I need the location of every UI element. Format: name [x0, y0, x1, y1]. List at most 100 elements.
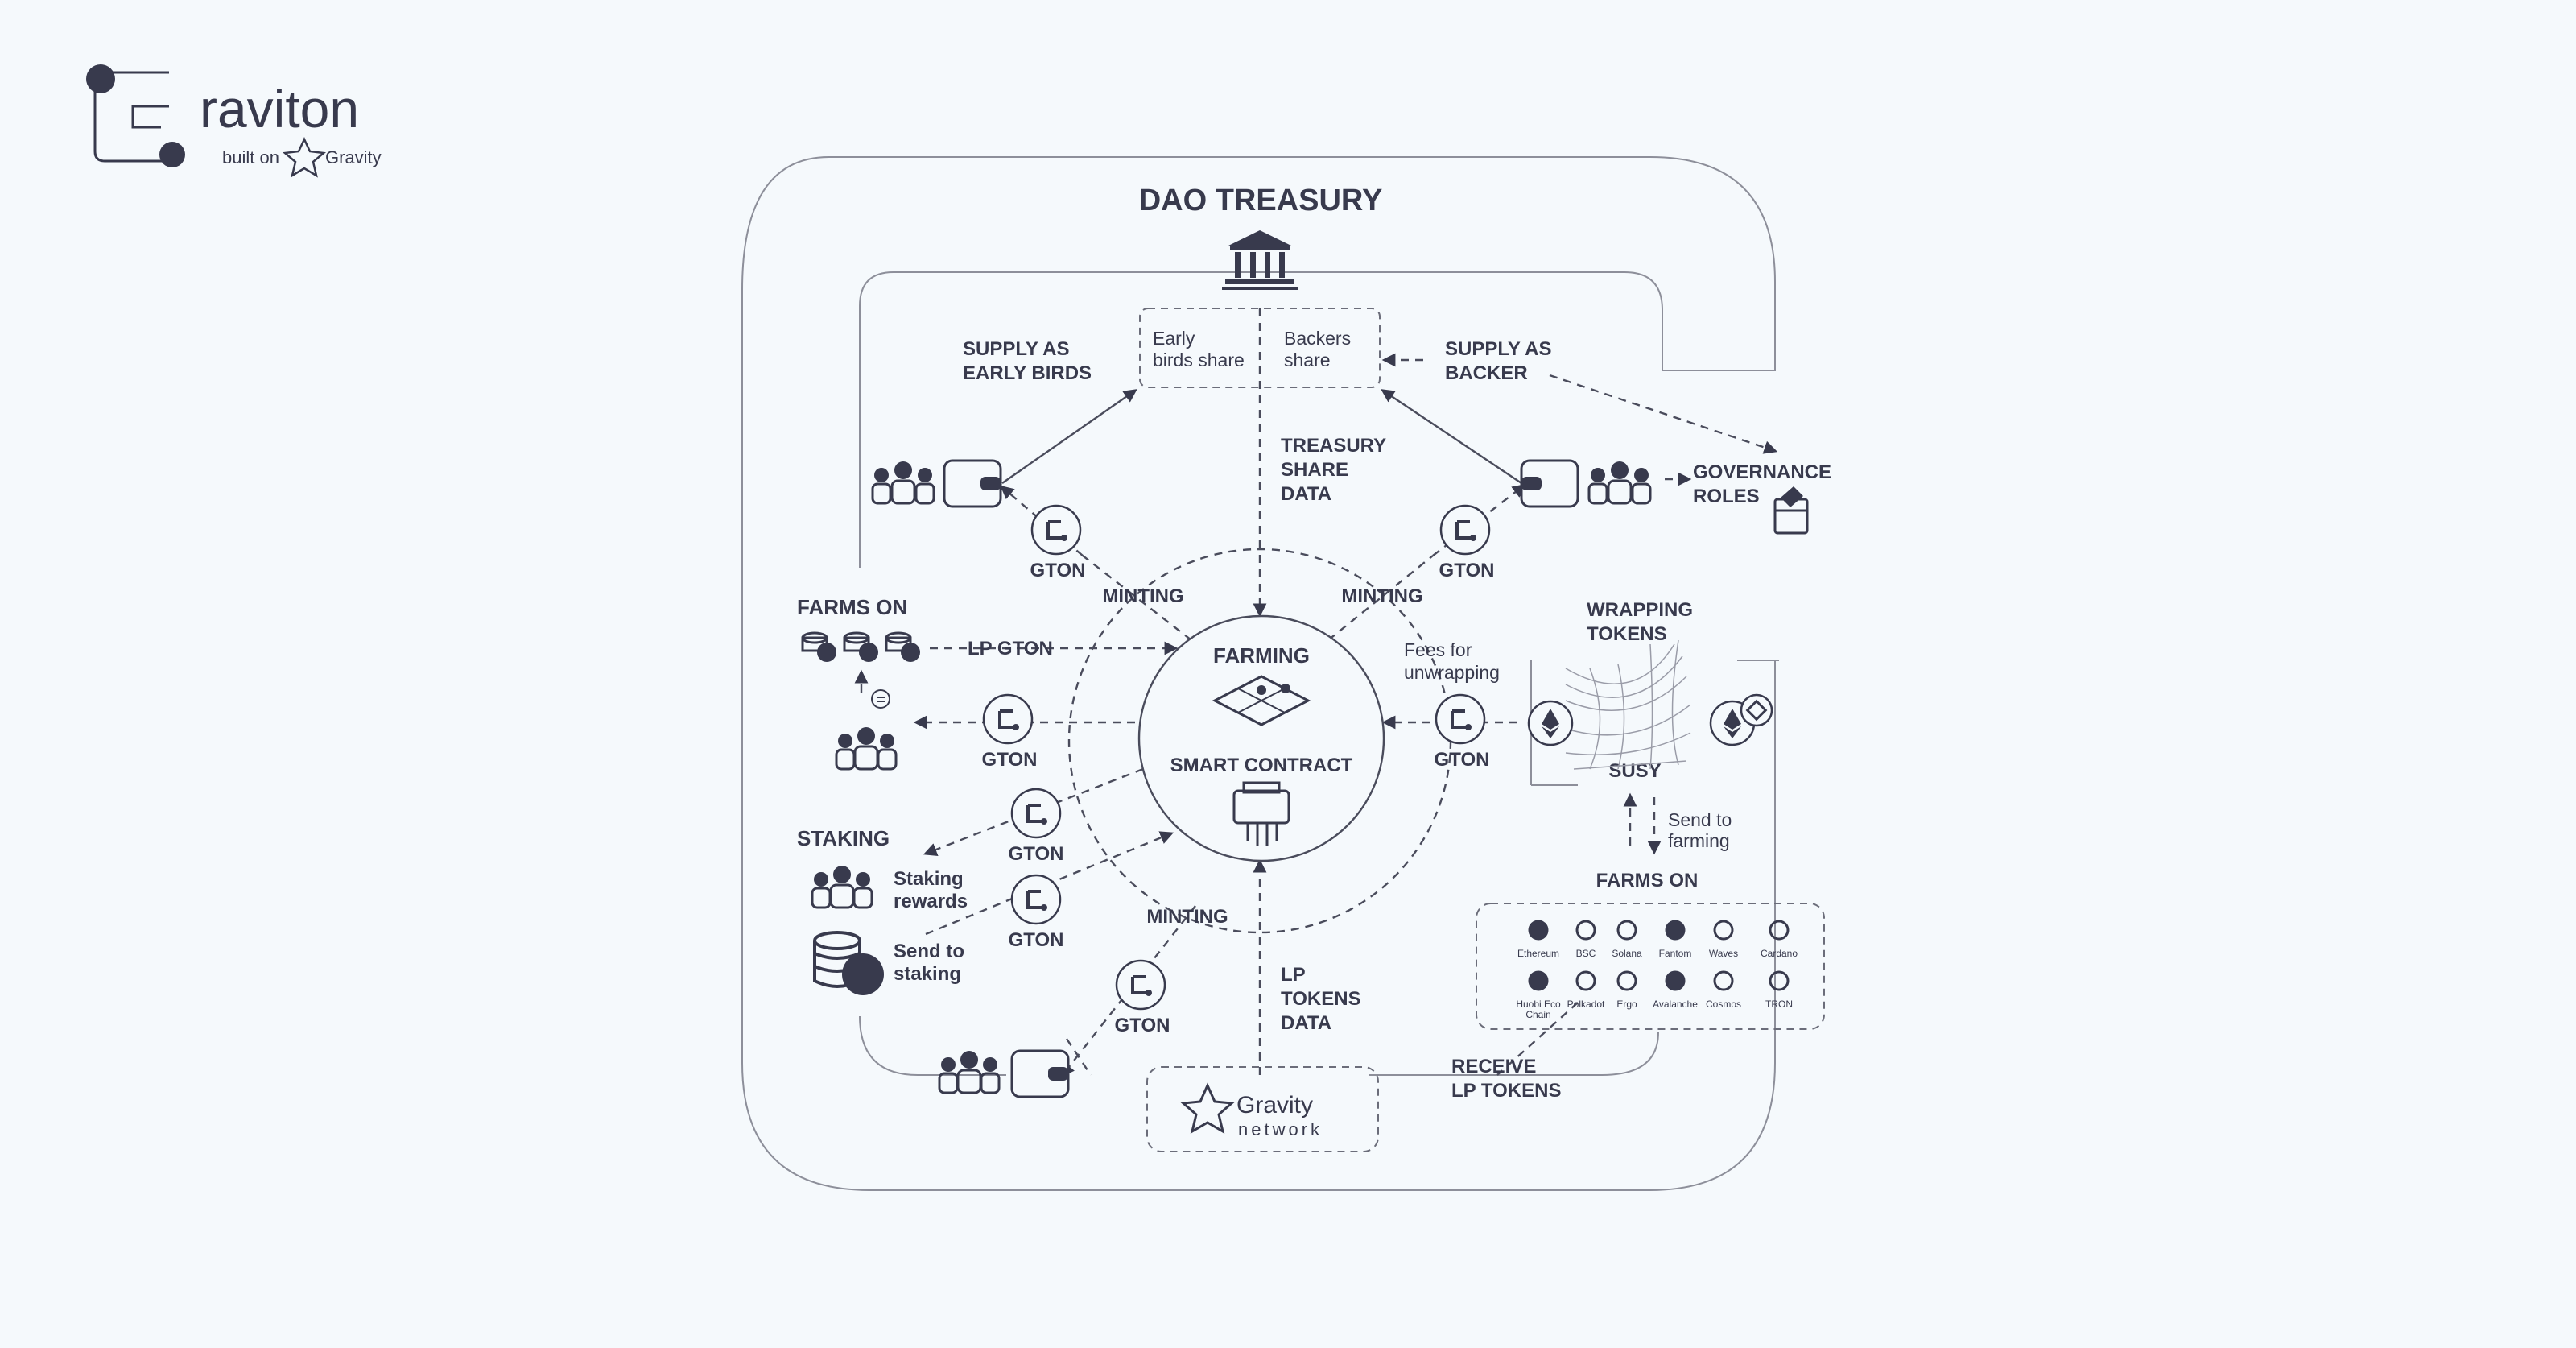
inner-frame-bottom [859, 1015, 1659, 1076]
minting-label-left: MINTING [1102, 585, 1183, 607]
send-staking-line1: Send to [894, 941, 964, 962]
gton-label: GTON [1435, 749, 1490, 771]
waves-icon [1713, 920, 1734, 941]
gton-label: GTON [1009, 929, 1064, 951]
lp-tokens-line3: DATA [1281, 1012, 1331, 1034]
wallet-icon [1010, 1049, 1070, 1098]
gton-node-staking-upper: GTON [1009, 788, 1064, 865]
fees-line1: Fees for [1404, 639, 1472, 660]
chain-item: Ethereum [1517, 920, 1559, 959]
wallet-icon [943, 459, 1002, 508]
swap-badge-icon [871, 689, 890, 709]
chain-item: Ergo [1616, 970, 1637, 1010]
title: DAO TREASURY [1139, 184, 1383, 217]
lp-tokens-line1: LP [1281, 964, 1306, 986]
staking-database-icon [813, 931, 884, 995]
huobi-icon [1528, 970, 1549, 991]
gton-label: GTON [1115, 1015, 1170, 1036]
staking-rewards-line2: rewards [894, 891, 968, 912]
send-staking-line2: staking [894, 963, 961, 985]
governance-line1: GOVERNANCE [1693, 461, 1831, 483]
chain-label: Ergo [1616, 999, 1637, 1010]
cardano-icon [1769, 920, 1790, 941]
solana-icon [1616, 920, 1637, 941]
chain-item: TRON [1765, 970, 1793, 1010]
early-birds-arrow [1001, 389, 1137, 484]
bank-icon [1222, 230, 1298, 290]
governance-line2: ROLES [1693, 486, 1760, 507]
contract-printer-icon [1232, 781, 1290, 846]
gravity-network-box [1146, 1066, 1379, 1152]
polkadot-icon [1575, 970, 1596, 991]
chain-label: Fantom [1659, 948, 1692, 959]
supply-backer-line2: BACKER [1445, 362, 1528, 384]
farms-on-left-label: FARMS ON [797, 595, 907, 619]
chain-item: Cosmos [1706, 970, 1741, 1010]
staking-rewards-line1: Staking [894, 868, 964, 890]
supply-backer-line1: SUPPLY AS [1445, 338, 1552, 360]
brand-name: raviton [200, 79, 359, 139]
treasury-data-line1: TREASURY [1281, 435, 1386, 457]
farms-on-right-label: FARMS ON [1596, 870, 1699, 891]
ethereum-icon [1527, 700, 1574, 746]
gton-label: GTON [982, 749, 1038, 771]
gton-node-bottom: GTON [1115, 959, 1170, 1036]
fees-line2: unwrapping [1404, 662, 1500, 683]
chain-label: Huobi Eco [1516, 999, 1561, 1010]
gravity-network-title: Gravity [1236, 1092, 1313, 1119]
people-icon [871, 461, 935, 505]
chain-label: Ethereum [1517, 948, 1559, 959]
chains-box [1476, 903, 1825, 1030]
ballot-box-icon [1773, 486, 1809, 535]
chain-item: Fantom [1659, 920, 1692, 959]
outer-frame-body [741, 156, 1776, 1191]
gton-node-top-right: GTON [1439, 504, 1494, 581]
chain-grid: Ethereum BSC Solana Fantom Waves CardanoHuobi… [1516, 920, 1798, 1020]
gravity-star-icon [282, 137, 327, 178]
bsc-icon [1575, 920, 1596, 941]
backer-arrow [1381, 389, 1522, 484]
gton-label: GTON [1030, 560, 1086, 581]
chain-label: Solana [1612, 948, 1642, 959]
people-icon [938, 1051, 1001, 1094]
lp-tokens-line2: TOKENS [1281, 988, 1361, 1010]
lp-gton-label: LP GTON [968, 638, 1053, 660]
coins-icon [801, 631, 920, 662]
people-icon [835, 727, 898, 771]
receive-lp-line1: RECEIVE [1451, 1056, 1536, 1077]
people-icon [811, 866, 873, 909]
receive-lp-line2: LP TOKENS [1451, 1080, 1561, 1102]
gton-node-left: GTON [982, 693, 1038, 771]
ethereum-icon [1528, 920, 1549, 941]
early-birds-share-line1: Early [1153, 328, 1195, 349]
farm-icon [1212, 675, 1311, 726]
supply-early-line2: EARLY BIRDS [963, 362, 1092, 384]
backers-share-line1: Backers [1284, 328, 1351, 349]
gton-label: GTON [1009, 843, 1064, 865]
bsc-icon [1740, 693, 1773, 727]
chain-label: Cardano [1761, 948, 1798, 959]
chain-label: Cosmos [1706, 999, 1741, 1010]
backers-share-line2: share [1284, 349, 1331, 370]
smart-contract-label: SMART CONTRACT [1170, 755, 1353, 776]
chain-item: Solana [1612, 920, 1642, 959]
outer-frame [829, 156, 1776, 568]
send-farming-line2: farming [1668, 830, 1730, 851]
ergo-icon [1616, 970, 1637, 991]
staking-label: STAKING [797, 826, 890, 850]
minting-label-bottom: MINTING [1146, 906, 1228, 928]
chain-label: Waves [1709, 948, 1738, 959]
chain-item: Cardano [1761, 920, 1798, 959]
chain-item: BSC [1575, 920, 1596, 959]
fantom-icon [1665, 920, 1686, 941]
early-birds-share-line2: birds share [1153, 349, 1245, 370]
cosmos-icon [1713, 970, 1734, 991]
chain-label: Chain [1525, 1009, 1550, 1020]
farming-circle [1137, 614, 1385, 862]
treasury-data-line3: DATA [1281, 483, 1331, 505]
chain-item: Polkadot [1567, 970, 1605, 1010]
gravity-network-subtitle: network [1238, 1119, 1323, 1139]
gton-node-right: GTON [1435, 693, 1490, 771]
